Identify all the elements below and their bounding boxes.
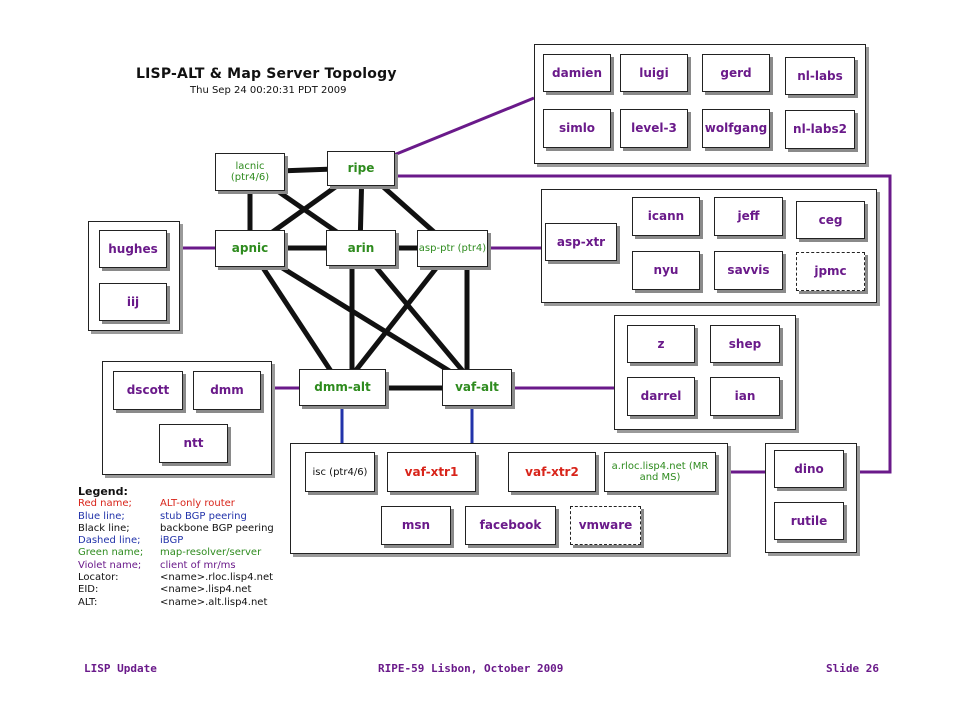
node-dscott[interactable]: dscott xyxy=(113,371,183,410)
node-ian[interactable]: ian xyxy=(710,377,780,416)
node-nl-labs2[interactable]: nl-labs2 xyxy=(785,110,855,149)
legend-key: Violet name; xyxy=(78,559,142,571)
legend-row: Red name; ALT-only router xyxy=(78,498,274,510)
node-hughes[interactable]: hughes xyxy=(99,230,167,268)
slide-date: Thu Sep 24 00:20:31 PDT 2009 xyxy=(190,85,347,96)
node-nyu[interactable]: nyu xyxy=(632,251,700,290)
node-vaf-alt[interactable]: vaf-alt xyxy=(442,369,512,406)
legend-key: Locator: xyxy=(78,572,119,584)
link-apnic-dmmalt xyxy=(247,246,345,390)
legend-key: Green name; xyxy=(78,547,144,559)
legend-row: EID: <name>.lisp4.net xyxy=(78,584,274,596)
link-apnic-vafalt xyxy=(248,245,479,391)
node-ceg[interactable]: ceg xyxy=(796,201,865,239)
node-jeff[interactable]: jeff xyxy=(714,197,783,236)
legend-row: Locator: <name>.rloc.lisp4.net xyxy=(78,572,274,584)
legend-row: Black line; backbone BGP peering xyxy=(78,523,274,535)
node-nl-labs[interactable]: nl-labs xyxy=(785,57,855,95)
node-lacnic[interactable]: lacnic (ptr4/6) xyxy=(215,153,285,191)
node-darrel[interactable]: darrel xyxy=(627,377,695,416)
node-shep[interactable]: shep xyxy=(710,325,780,363)
node-apnic[interactable]: apnic xyxy=(215,230,285,267)
node-dmm-alt[interactable]: dmm-alt xyxy=(299,369,386,406)
legend-row: Violet name; client of mr/ms xyxy=(78,560,274,572)
node-luigi[interactable]: luigi xyxy=(620,54,688,92)
legend-key: Black line; xyxy=(78,522,130,534)
footer-center: RIPE-59 Lisbon, October 2009 xyxy=(378,662,564,675)
node-rutile[interactable]: rutile xyxy=(774,502,844,540)
backbone-links xyxy=(247,165,479,391)
node-savvis[interactable]: savvis xyxy=(714,251,783,290)
link-ripe-dino xyxy=(395,174,892,474)
node-a-rloc[interactable]: a.rloc.lisp4.net (MR and MS) xyxy=(604,452,716,492)
legend-value: iBGP xyxy=(160,535,184,547)
node-isc[interactable]: isc (ptr4/6) xyxy=(305,452,375,492)
node-vmware[interactable]: vmware xyxy=(570,506,641,545)
node-damien[interactable]: damien xyxy=(543,54,611,92)
slide-title: LISP-ALT & Map Server Topology xyxy=(136,66,397,82)
node-jpmc[interactable]: jpmc xyxy=(796,252,865,291)
node-asp-ptr[interactable]: asp-ptr (ptr4) xyxy=(417,230,488,267)
legend-row: Blue line; stub BGP peering xyxy=(78,511,274,523)
legend-key: Blue line; xyxy=(78,510,125,522)
legend-value: <name>.lisp4.net xyxy=(160,584,252,596)
node-ntt[interactable]: ntt xyxy=(159,424,228,463)
legend-row: ALT: <name>.alt.lisp4.net xyxy=(78,597,274,609)
node-gerd[interactable]: gerd xyxy=(702,54,770,92)
legend-value: backbone BGP peering xyxy=(160,522,274,534)
link-arin-vafalt xyxy=(358,246,479,390)
legend-key: EID: xyxy=(78,584,99,596)
node-asp-xtr[interactable]: asp-xtr xyxy=(545,223,617,261)
link-aspptr-dmmalt xyxy=(340,246,454,390)
node-dino[interactable]: dino xyxy=(774,450,844,488)
legend-value: <name>.alt.lisp4.net xyxy=(160,596,268,608)
node-msn[interactable]: msn xyxy=(381,506,451,545)
node-ripe[interactable]: ripe xyxy=(327,151,395,186)
legend-row: Dashed line; iBGP xyxy=(78,535,274,547)
node-wolfgang[interactable]: wolfgang xyxy=(702,109,770,148)
legend-value: ALT-only router xyxy=(160,498,235,510)
node-arin[interactable]: arin xyxy=(326,230,396,266)
node-vaf-xtr1[interactable]: vaf-xtr1 xyxy=(387,452,476,492)
node-level-3[interactable]: level-3 xyxy=(620,109,688,148)
footer-slide-number: Slide 26 xyxy=(826,662,879,675)
node-vaf-xtr2[interactable]: vaf-xtr2 xyxy=(508,452,596,492)
node-icann[interactable]: icann xyxy=(632,197,700,236)
legend-key: ALT: xyxy=(78,596,98,608)
legend-value: <name>.rloc.lisp4.net xyxy=(160,572,274,584)
footer-left: LISP Update xyxy=(84,662,157,675)
legend-value: client of mr/ms xyxy=(160,559,236,571)
legend-value: map-resolver/server xyxy=(160,547,262,559)
node-dmm[interactable]: dmm xyxy=(193,371,261,410)
node-z[interactable]: z xyxy=(627,325,695,363)
node-simlo[interactable]: simlo xyxy=(543,109,611,148)
legend-row: Green name; map-resolver/server xyxy=(78,547,274,559)
legend-title: Legend: xyxy=(78,485,128,498)
legend-key: Dashed line; xyxy=(78,535,141,547)
node-facebook[interactable]: facebook xyxy=(465,506,556,545)
legend-value: stub BGP peering xyxy=(160,510,247,522)
legend-key: Red name; xyxy=(78,498,132,510)
node-iij[interactable]: iij xyxy=(99,283,167,321)
